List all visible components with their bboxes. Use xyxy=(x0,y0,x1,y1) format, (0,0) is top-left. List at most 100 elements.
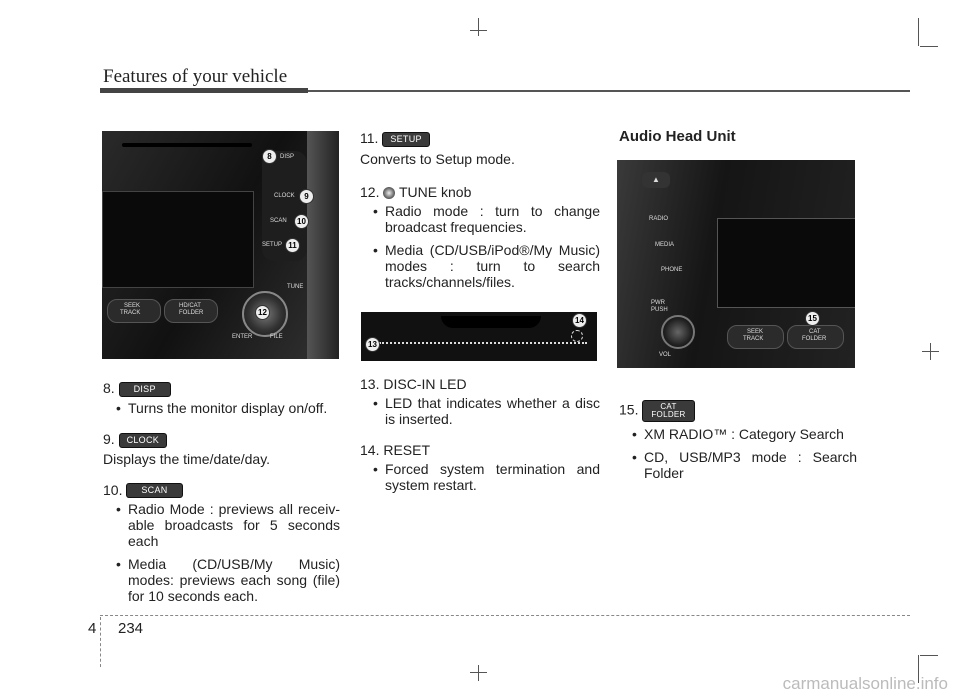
callout-15: 15 xyxy=(805,311,820,326)
item-number: 11. xyxy=(360,130,379,146)
tune-knob-icon xyxy=(383,187,396,200)
header-bar xyxy=(100,88,308,93)
cat-folder-key xyxy=(787,325,844,349)
disc-in-led-strip xyxy=(379,342,587,344)
callout-8: 8 xyxy=(262,149,277,164)
enter-label: ENTER xyxy=(232,334,253,340)
disp-button-icon: DISP xyxy=(118,381,171,397)
setup-button-icon: SETUP xyxy=(382,131,430,147)
scan-button-icon: SCAN xyxy=(126,483,183,499)
right-column-lower: 15. CAT FOLDER XM RADIO™ : Category Sear… xyxy=(619,400,857,481)
clock-button-icon: CLOCK xyxy=(118,432,168,448)
item-10-bullet-2: Media (CD/USB/My Music) modes: previews … xyxy=(103,556,340,604)
item-9-heading: 9. CLOCK xyxy=(103,431,340,448)
scan-label: SCAN xyxy=(270,218,287,224)
item-11-heading: 11. SETUP xyxy=(360,130,600,147)
item-12-bullet-2: Media (CD/USB/iPod®/My Music) modes : tu… xyxy=(360,242,600,290)
callout-14: 14 xyxy=(572,313,587,328)
crop-mark xyxy=(470,30,487,31)
console-bezel xyxy=(307,131,339,359)
tune-label: TUNE xyxy=(287,284,304,290)
seek-track-key xyxy=(727,325,784,349)
item-11-text: Converts to Setup mode. xyxy=(360,150,515,167)
phone-label: PHONE xyxy=(661,267,683,273)
audio-head-unit-photo: ▲ RADIO MEDIA PHONE PWR PUSH VOL SEEK TR… xyxy=(617,160,855,368)
item-15-bullet-2: CD, USB/MP3 mode : Search Folder xyxy=(619,449,857,481)
header-rule xyxy=(100,90,910,92)
item-number: 15. xyxy=(619,401,639,418)
media-label: MEDIA xyxy=(655,242,675,248)
tune-knob-label: TUNE knob xyxy=(399,183,472,200)
pwr-label: PWR xyxy=(651,300,665,306)
seek-label: SEEK xyxy=(124,303,141,309)
cat-label: CAT xyxy=(809,329,821,335)
head-unit-display xyxy=(717,218,855,308)
right-column-heading-wrap: Audio Head Unit xyxy=(619,129,859,145)
crop-mark xyxy=(918,18,919,46)
push-label: PUSH xyxy=(651,307,668,313)
seek-track-key xyxy=(107,299,161,323)
page-title: Features of your vehicle xyxy=(103,66,288,87)
item-8-bullet: Turns the monitor display on/off. xyxy=(103,400,340,416)
clock-label: CLOCK xyxy=(274,193,295,199)
item-10-heading: 10. SCAN xyxy=(103,482,340,499)
item-number: 10. xyxy=(103,481,123,498)
cat-folder-button-icon: CAT FOLDER xyxy=(642,400,695,422)
item-number: 9. xyxy=(103,430,115,447)
vol-label: VOL xyxy=(659,352,672,358)
callout-13: 13 xyxy=(365,337,380,352)
item-10-bullet-1: Radio Mode : previews all receiv-able br… xyxy=(103,501,340,549)
display-screen xyxy=(102,191,254,288)
item-15-heading: 15. CAT FOLDER xyxy=(619,400,857,422)
item-13-bullet: LED that indicates whether a disc is ins… xyxy=(360,395,600,427)
cat-folder-line-1: CAT xyxy=(660,402,677,411)
callout-9: 9 xyxy=(299,189,314,204)
crop-mark xyxy=(478,18,479,36)
crop-mark xyxy=(922,351,939,352)
hd-cat-folder-key xyxy=(164,299,218,323)
crop-mark xyxy=(470,672,487,673)
disp-label: DISP xyxy=(280,154,295,160)
audio-head-unit-heading: Audio Head Unit xyxy=(619,128,736,145)
crop-mark xyxy=(920,46,938,47)
item-9-text: Displays the time/date/day. xyxy=(103,450,271,467)
disc-slot-photo: 13 14 xyxy=(361,312,597,361)
chapter-number: 4 xyxy=(88,620,97,637)
callout-11: 11 xyxy=(285,238,300,253)
item-number: 12. xyxy=(360,183,380,200)
middle-column: 11. SETUP Converts to Setup mode. 12. TU… xyxy=(360,130,600,290)
cat-folder-line-2: FOLDER xyxy=(651,410,686,419)
seek-label: SEEK xyxy=(747,329,764,335)
disc-slot xyxy=(122,143,252,147)
track-label: TRACK xyxy=(120,310,141,316)
slot-housing xyxy=(441,316,541,328)
file-label: FILE xyxy=(270,334,283,340)
footer-rule xyxy=(100,615,910,616)
crop-mark xyxy=(920,655,938,656)
footer-vertical-rule xyxy=(100,617,101,667)
console-photo: DISP CLOCK SCAN SETUP TUNE SEEK TRACK HD… xyxy=(102,131,339,359)
item-8-heading: 8. DISP xyxy=(103,380,340,397)
crop-mark xyxy=(478,665,479,681)
folder-label: FOLDER xyxy=(179,310,204,316)
callout-10: 10 xyxy=(294,214,309,229)
page-number: 234 xyxy=(118,620,144,637)
item-15-bullet-1: XM RADIO™ : Category Search xyxy=(619,426,857,442)
middle-column-lower: 13. DISC-IN LED LED that indicates wheth… xyxy=(360,376,600,493)
item-14-heading: 14. RESET xyxy=(360,442,431,458)
item-14-bullet: Forced system termination and system res… xyxy=(360,461,600,493)
item-12-bullet-1: Radio mode : turn to change broadcast fr… xyxy=(360,203,600,235)
volume-knob xyxy=(661,315,695,349)
callout-12: 12 xyxy=(255,305,270,320)
tune-knob xyxy=(242,291,288,337)
radio-label: RADIO xyxy=(649,216,669,222)
track-label: TRACK xyxy=(743,336,764,342)
reset-hole xyxy=(571,330,583,342)
item-12-heading: 12. TUNE knob xyxy=(360,184,600,200)
watermark: carmanualsonline.info xyxy=(782,674,948,693)
left-column: 8. DISP Turns the monitor display on/off… xyxy=(103,380,340,604)
item-13-heading: 13. DISC-IN LED xyxy=(360,376,467,392)
eject-button: ▲ xyxy=(642,172,670,188)
hd-cat-label: HD/CAT xyxy=(179,303,201,309)
setup-label: SETUP xyxy=(262,242,283,248)
